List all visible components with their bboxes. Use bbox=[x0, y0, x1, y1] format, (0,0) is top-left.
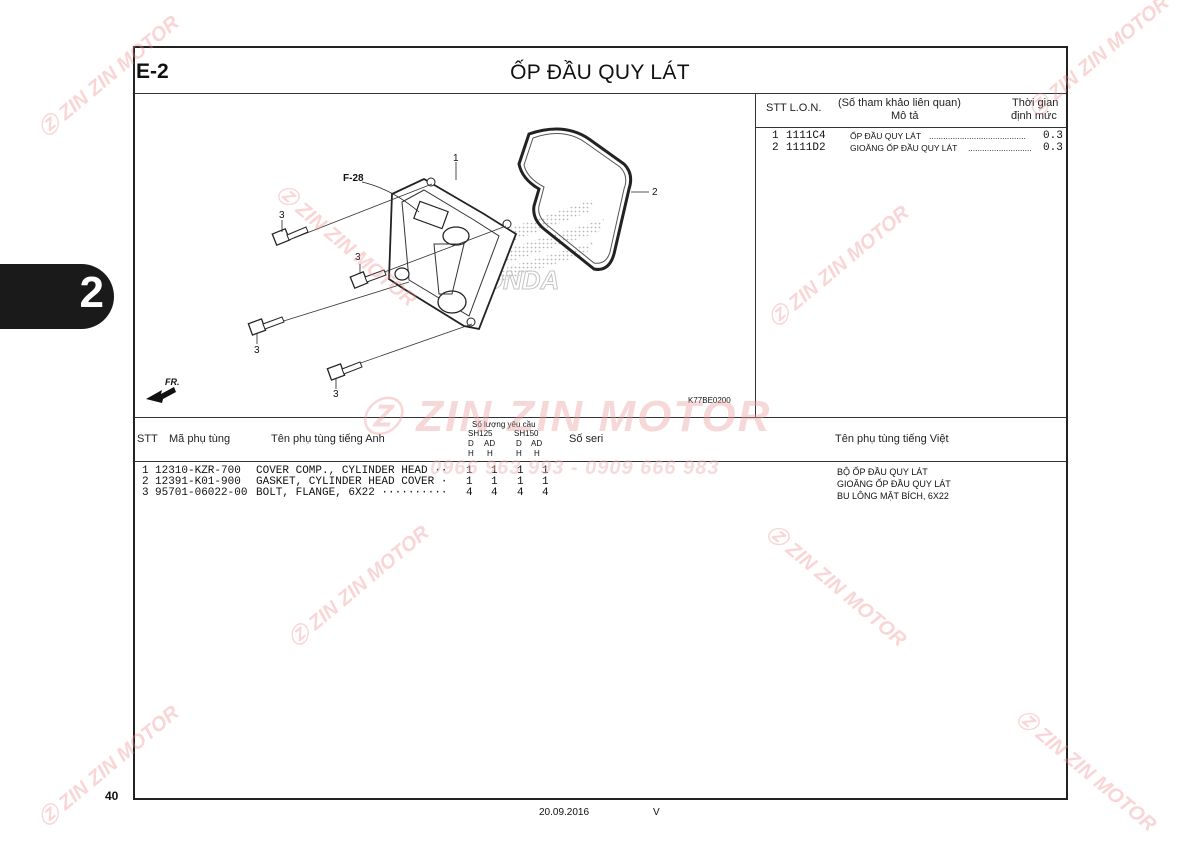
version-mark: V bbox=[653, 807, 660, 818]
bolt-part bbox=[349, 225, 507, 290]
parts-header-variant: D bbox=[516, 439, 522, 448]
parts-header-variant: H bbox=[516, 449, 522, 458]
callout-2: 2 bbox=[652, 187, 658, 198]
bolt-part bbox=[247, 281, 410, 336]
page-title: ỐP ĐẦU QUY LÁT bbox=[510, 61, 690, 84]
callout-3: 3 bbox=[279, 210, 285, 221]
zinzin-logo-icon: Ⓩ bbox=[360, 396, 402, 440]
parts-header-variant: AD bbox=[484, 439, 496, 448]
cylinder-head-cover-part bbox=[388, 177, 518, 331]
exploded-diagram: HONDA bbox=[146, 127, 649, 403]
zinzin-logo-icon: Ⓩ bbox=[35, 111, 65, 142]
callout-1: 1 bbox=[453, 153, 459, 164]
labor-header-desc: Mô tả bbox=[891, 110, 919, 122]
parts-header-name-vn: Tên phụ tùng tiếng Việt bbox=[835, 433, 949, 445]
parts-header-serial: Số seri bbox=[569, 433, 604, 445]
front-arrow-icon bbox=[146, 387, 176, 403]
gasket-part bbox=[517, 127, 633, 271]
parts-header-variant: H bbox=[534, 449, 540, 458]
parts-header-qty: Số lượng yêu cầu bbox=[472, 420, 536, 429]
watermark-brand: Ⓩ ZIN ZIN MOTOR bbox=[360, 392, 772, 441]
parts-header-stt: STT bbox=[137, 433, 158, 445]
parts-header-variant: H bbox=[487, 449, 493, 458]
front-label: FR. bbox=[165, 377, 180, 387]
diagram-bottom-divider bbox=[134, 417, 1066, 418]
reference-label[interactable]: F-28 bbox=[343, 173, 364, 184]
section-code: E-2 bbox=[136, 60, 169, 83]
parts-header-model-sh150: SH150 bbox=[514, 429, 539, 438]
labor-header-divider bbox=[756, 127, 1066, 128]
chapter-tab[interactable]: 2 bbox=[0, 264, 114, 329]
page-number: 40 bbox=[105, 789, 119, 803]
part-number[interactable]: 12391-K01-900 bbox=[155, 476, 241, 488]
labor-header-time2: định mức bbox=[1011, 110, 1057, 122]
parts-header-variant: D bbox=[468, 439, 474, 448]
bolt-part bbox=[271, 183, 433, 247]
print-date: 20.09.2016 bbox=[539, 807, 590, 818]
parts-header-name-en: Tên phụ tùng tiếng Anh bbox=[271, 433, 385, 445]
callout-3: 3 bbox=[355, 252, 361, 263]
zinzin-logo-icon: Ⓩ bbox=[35, 801, 65, 832]
bolt-part bbox=[326, 323, 473, 381]
parts-header-divider bbox=[134, 461, 1066, 462]
page-frame bbox=[133, 46, 1068, 800]
parts-header-variant: AD bbox=[531, 439, 543, 448]
parts-header-variant: H bbox=[468, 449, 474, 458]
diagram-code: K77BE0200 bbox=[688, 396, 731, 405]
header-divider bbox=[134, 93, 1066, 94]
labor-header-time: Thời gian bbox=[1012, 97, 1059, 109]
parts-header-code: Mã phụ tùng bbox=[169, 433, 231, 445]
part-number[interactable]: 95701-06022-00 bbox=[155, 487, 248, 499]
chapter-tab-number: 2 bbox=[79, 268, 104, 317]
labor-header-ref: (Số tham khảo liên quan) bbox=[838, 97, 961, 109]
diagram-divider bbox=[755, 94, 756, 417]
parts-header-model-sh125: SH125 bbox=[468, 429, 493, 438]
part-number[interactable]: 12310-KZR-700 bbox=[155, 465, 241, 477]
callout-3: 3 bbox=[333, 389, 339, 400]
callout-3: 3 bbox=[254, 345, 260, 356]
watermark-phone: 0966 963 993 - 0909 666 983 bbox=[430, 457, 720, 479]
labor-header-stt-lon: STT L.O.N. bbox=[766, 102, 822, 114]
